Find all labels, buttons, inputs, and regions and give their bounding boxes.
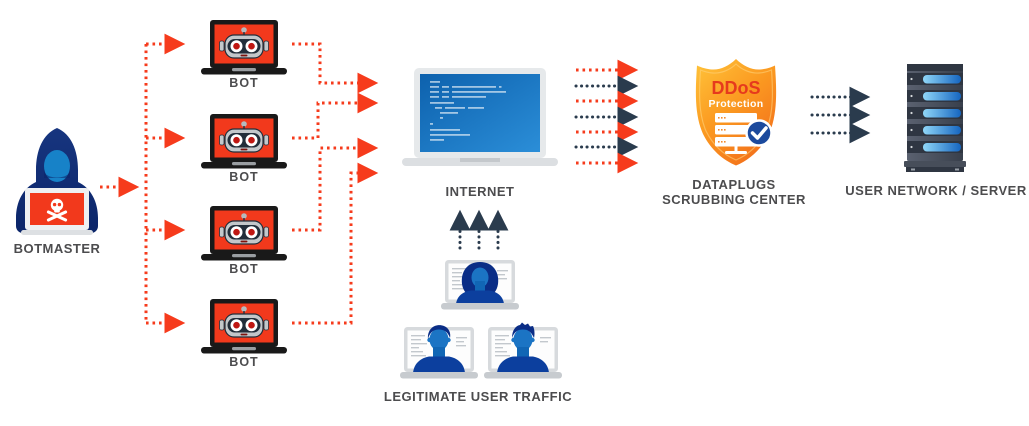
bot-3-icon <box>201 206 287 261</box>
botmaster-icon <box>16 128 98 235</box>
edge-bot3-to-internet <box>292 137 379 232</box>
legitimate-traffic-label: LEGITIMATE USER TRAFFIC <box>383 389 573 404</box>
edge-bot1-to-internet <box>292 42 379 94</box>
bot-2-label: BOT <box>229 170 259 184</box>
bot-3-label: BOT <box>229 262 259 276</box>
edge-bot2-to-internet <box>292 92 379 140</box>
bot-1-label: BOT <box>229 76 259 90</box>
code-lines <box>452 268 508 290</box>
bot-2-icon <box>201 114 287 169</box>
user-man1-laptop-icon <box>400 325 478 379</box>
bot-1-icon <box>201 20 287 75</box>
edge-bot4-to-internet <box>292 162 379 325</box>
skull-crossbones-icon <box>46 198 68 222</box>
check-badge-icon <box>745 119 773 147</box>
botmaster-label: BOTMASTER <box>13 241 101 256</box>
shield-subtitle: Protection <box>709 98 764 110</box>
server-label: USER NETWORK / SERVER <box>845 183 1027 198</box>
internet-icon <box>402 68 558 166</box>
user-woman-laptop-icon <box>441 260 519 310</box>
internet-label: INTERNET <box>445 184 515 199</box>
server-tower-icon <box>904 64 966 172</box>
code-lines <box>495 335 551 357</box>
scrubbing-center-label-line2: SCRUBBING CENTER <box>662 192 806 207</box>
code-lines <box>430 81 506 141</box>
bot-4-label: BOT <box>229 355 259 369</box>
bot-4-icon <box>201 299 287 354</box>
user-man2-laptop-icon <box>484 322 562 379</box>
code-lines <box>411 335 467 357</box>
scrubbing-center-label: DATAPLUGS SCRUBBING CENTER <box>634 177 834 207</box>
ddos-protection-shield-icon: DDoS Protection <box>695 59 777 166</box>
shield-title: DDoS <box>712 78 761 98</box>
scrubbing-center-label-line1: DATAPLUGS <box>692 177 776 192</box>
